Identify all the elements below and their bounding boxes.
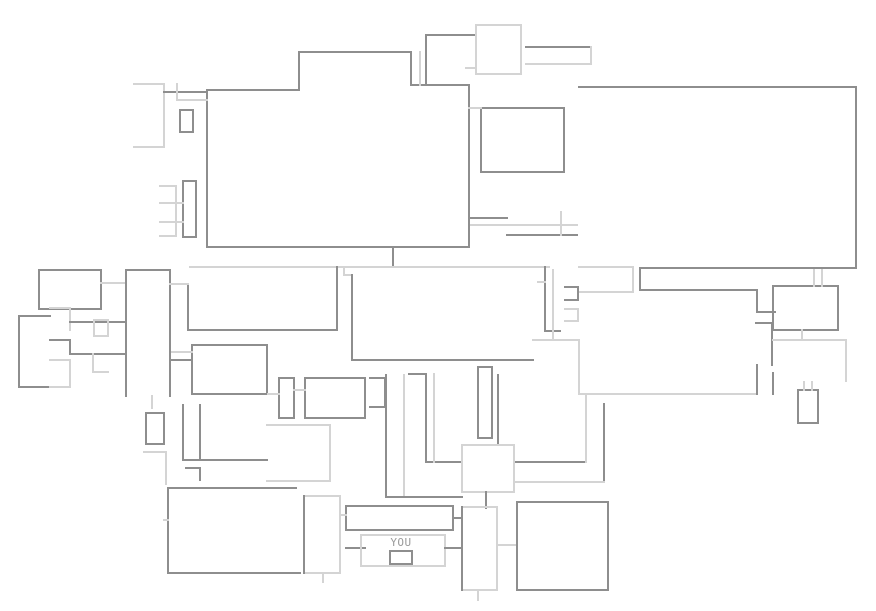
room-bottom-left [163,487,301,574]
room-left-mid-stubs [159,180,197,238]
room-top-center [206,51,470,267]
you-marker-label: YOU [390,536,411,549]
room-central-hub [403,444,605,509]
room-far-left [18,269,126,388]
room-right-large [468,86,857,291]
room-middle-strip [187,266,634,395]
room-left-center-corridor [125,269,189,485]
room-top-small [425,24,592,86]
room-right-lower [578,269,847,424]
room-bottom-center [303,495,461,583]
room-bottom-right [454,501,609,601]
room-left-lower [171,344,366,482]
room-left-upper-corridor [133,83,208,148]
